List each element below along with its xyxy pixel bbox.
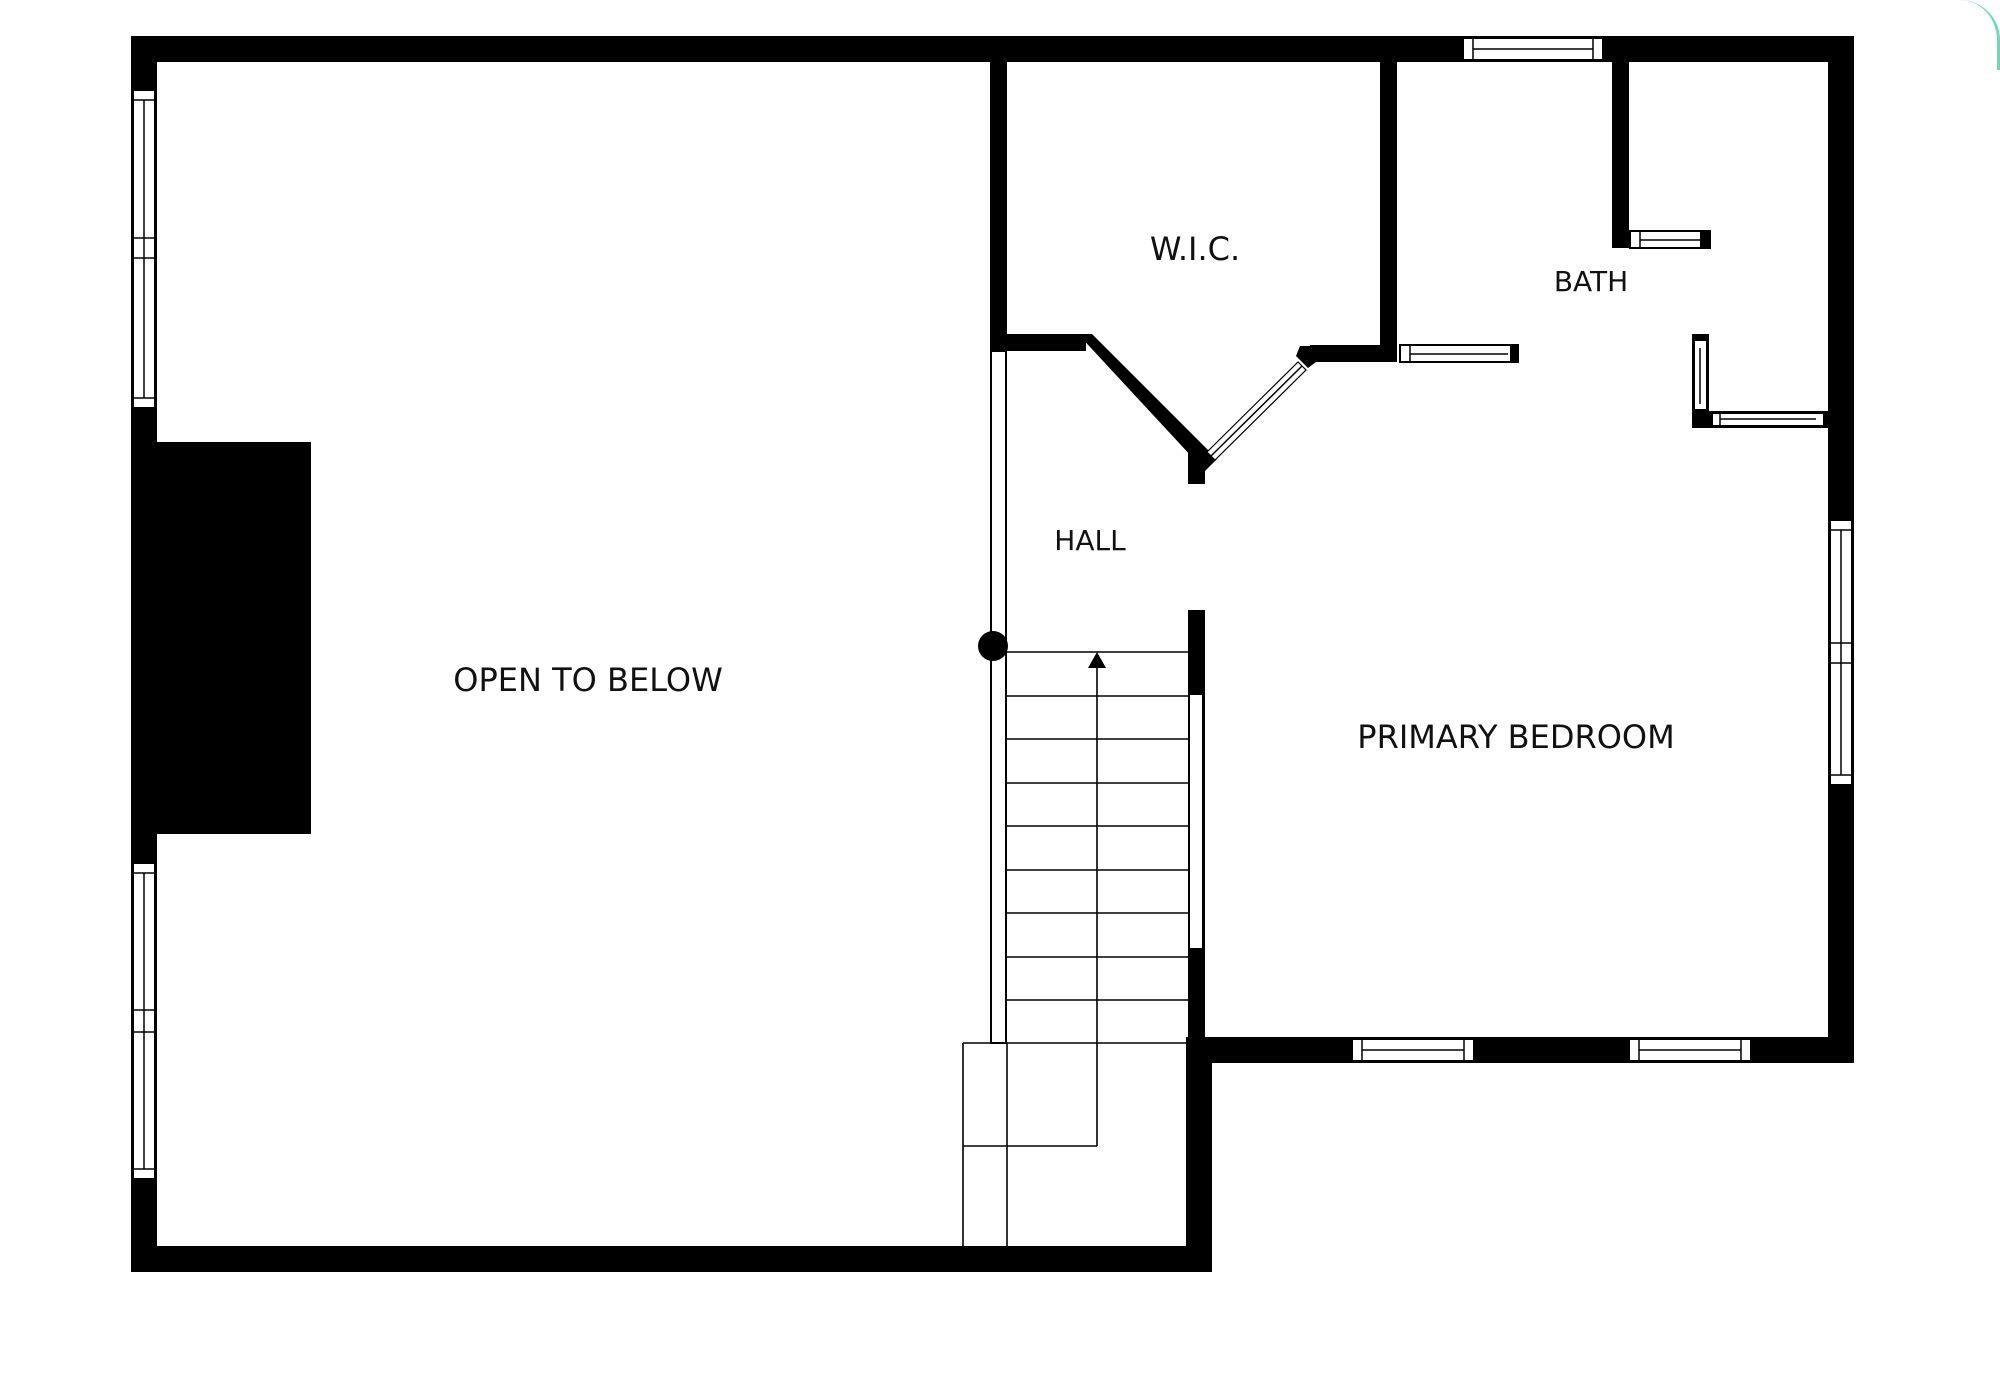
label-wic: W.I.C.: [1150, 230, 1240, 268]
stairs: [962, 651, 1188, 1246]
wall-door-stub: [1296, 346, 1316, 368]
wall-bedroom-bottom: [1186, 1037, 1854, 1063]
label-hall: HALL: [1054, 524, 1126, 557]
wall-wic-bottom-right: [1310, 345, 1397, 362]
wall-wic-bottom-left: [990, 334, 1086, 351]
room-labels: OPEN TO BELOW W.I.C. BATH HALL PRIMARY B…: [453, 230, 1674, 756]
wall-hall-stub: [1188, 452, 1205, 484]
label-bath: BATH: [1554, 265, 1628, 298]
door-hall-bedroom: [1188, 693, 1204, 950]
wall-wic-left: [990, 36, 1007, 351]
label-open-to-below: OPEN TO BELOW: [453, 661, 722, 699]
wall-wic-right: [1380, 36, 1397, 362]
label-primary-bedroom: PRIMARY BEDROOM: [1357, 718, 1674, 756]
wall-bath-inner: [1612, 36, 1629, 248]
newel-post: [978, 631, 1008, 661]
doors: [1188, 230, 1825, 950]
wall-step: [1186, 1037, 1212, 1272]
stair-arrow-head: [1088, 652, 1106, 668]
fireplace-block: [131, 442, 311, 834]
wall-bottom: [131, 1246, 1212, 1272]
wall-diagonal: [1078, 334, 1217, 471]
corner-accent: [1957, 0, 2000, 70]
railing: [990, 350, 1007, 1044]
windows: [132, 37, 1853, 1180]
stair-railing: [978, 350, 1008, 1044]
